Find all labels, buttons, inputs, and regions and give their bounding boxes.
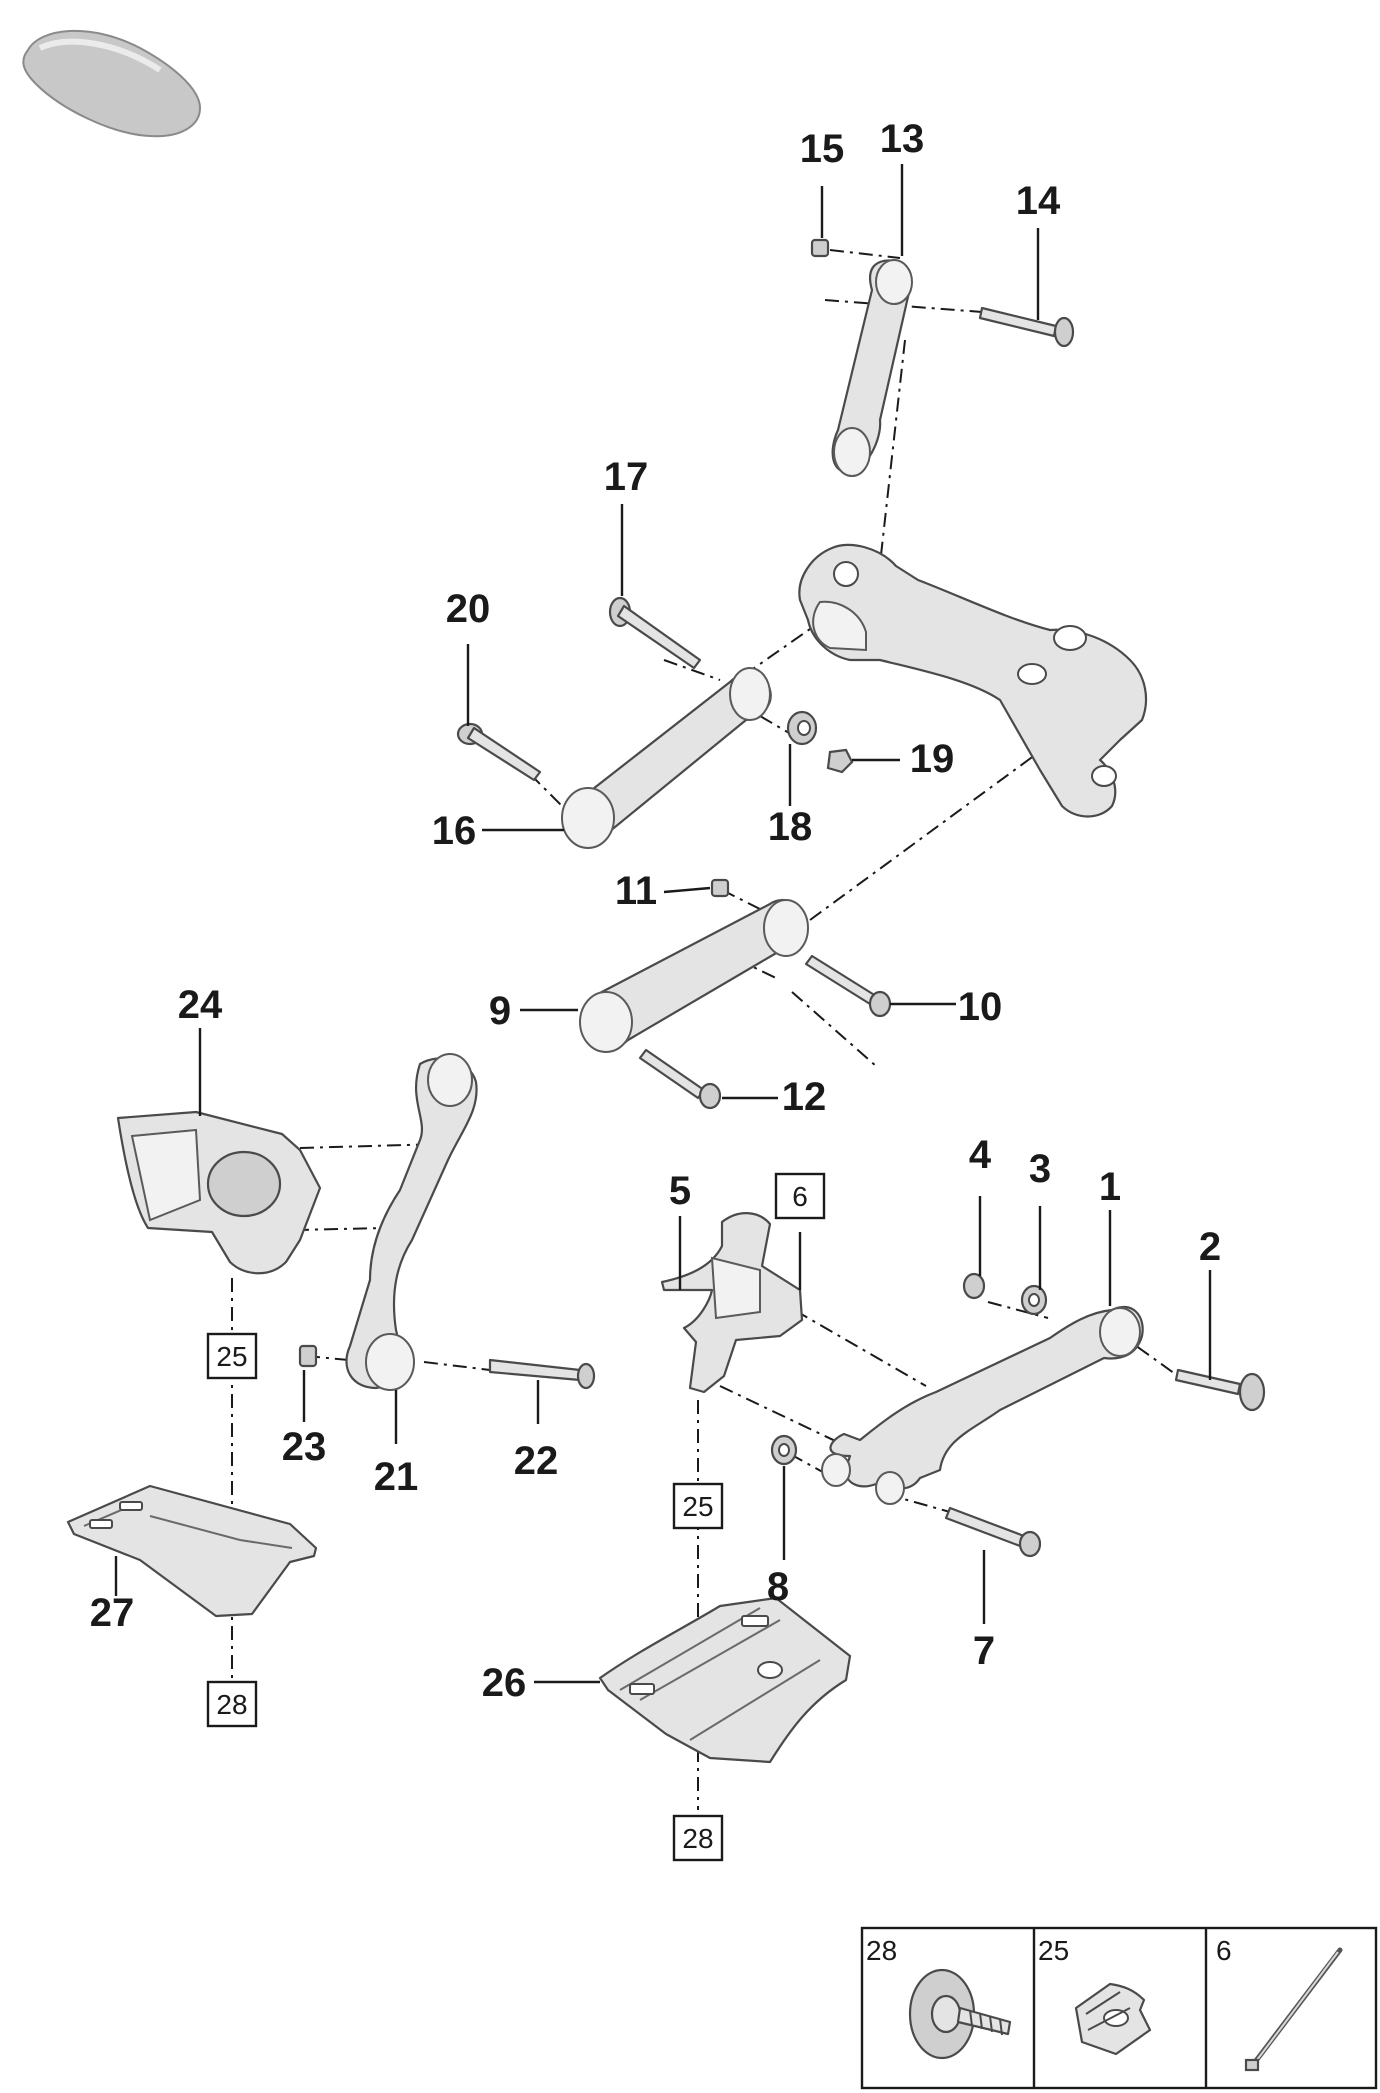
callout-10: 10 [958, 985, 1003, 1029]
upper-control-link [831, 259, 913, 477]
callout-24: 24 [178, 983, 223, 1027]
callout-20: 20 [446, 587, 491, 631]
trailing-link [345, 1053, 478, 1391]
callout-27: 27 [90, 1591, 135, 1635]
bolt [944, 1506, 1042, 1558]
bolt [638, 1048, 722, 1110]
bolt [978, 306, 1075, 348]
nut [298, 1344, 318, 1368]
nut [710, 878, 730, 898]
svg-text:28: 28 [216, 1689, 247, 1720]
lower-control-arm [821, 1305, 1144, 1505]
car-silhouette-icon [22, 30, 202, 138]
wheel-carrier [798, 543, 1148, 818]
callout-12: 12 [782, 1075, 827, 1119]
washer [770, 1434, 798, 1466]
callout-numbers: 15 13 14 17 20 16 18 19 11 9 10 12 24 23… [90, 117, 1221, 1705]
nut [810, 238, 830, 258]
callout-21: 21 [374, 1455, 419, 1499]
callout-15: 15 [800, 127, 845, 171]
svg-text:25: 25 [1038, 1935, 1069, 1966]
ref-box-25-center: 25 [672, 1482, 724, 1530]
washer [1020, 1284, 1048, 1316]
legend-table: 28 25 6 [860, 1926, 1378, 2090]
svg-text:25: 25 [682, 1491, 713, 1522]
bolt [608, 596, 702, 670]
svg-text:28: 28 [682, 1823, 713, 1854]
svg-text:6: 6 [792, 1181, 808, 1212]
svg-text:28: 28 [866, 1935, 897, 1966]
callout-14: 14 [1016, 179, 1061, 223]
bolt [1174, 1368, 1266, 1412]
callout-23: 23 [282, 1425, 327, 1469]
screw-icon [908, 1968, 1012, 2060]
nut [826, 748, 854, 774]
ref-box-6: 6 [774, 1172, 826, 1220]
callout-leaders [114, 164, 1212, 1684]
callout-2: 2 [1199, 1225, 1221, 1269]
callout-16: 16 [432, 809, 477, 853]
bolt [488, 1358, 596, 1390]
bolt [804, 954, 892, 1018]
ref-box-28-left: 28 [206, 1680, 258, 1728]
underbody-panel [66, 1484, 318, 1618]
callout-18: 18 [768, 805, 813, 849]
eccentric-washer [786, 710, 818, 746]
callout-5: 5 [669, 1169, 691, 1213]
alignment-lines [231, 249, 1179, 1810]
callout-22: 22 [514, 1439, 559, 1483]
callout-13: 13 [880, 117, 925, 161]
toe-link [561, 667, 772, 849]
callout-26: 26 [482, 1661, 527, 1705]
cable-bracket [660, 1212, 804, 1394]
ref-box-25-left: 25 [206, 1332, 258, 1380]
washer [962, 1272, 986, 1300]
callout-1: 1 [1099, 1165, 1121, 1209]
mounting-bracket [116, 1110, 322, 1275]
legend-cell-25: 25 [1038, 1935, 1152, 2056]
legend-cell-6: 6 [1216, 1935, 1343, 2072]
callout-4: 4 [969, 1133, 992, 1177]
ref-box-28-center: 28 [672, 1814, 724, 1862]
cable-tie-icon [1244, 1947, 1343, 2072]
callout-3: 3 [1029, 1147, 1051, 1191]
callout-8: 8 [767, 1565, 789, 1609]
bolt [456, 722, 542, 782]
callout-9: 9 [489, 989, 511, 1033]
callout-19: 19 [910, 737, 955, 781]
svg-text:25: 25 [216, 1341, 247, 1372]
callout-11: 11 [615, 869, 657, 913]
svg-text:6: 6 [1216, 1935, 1232, 1966]
control-arm [579, 898, 809, 1053]
clip-nut-icon [1074, 1982, 1152, 2056]
callout-17: 17 [604, 455, 649, 499]
legend-cell-28: 28 [866, 1935, 1012, 2060]
callout-7: 7 [973, 1629, 995, 1673]
underbody-panel [598, 1596, 852, 1764]
